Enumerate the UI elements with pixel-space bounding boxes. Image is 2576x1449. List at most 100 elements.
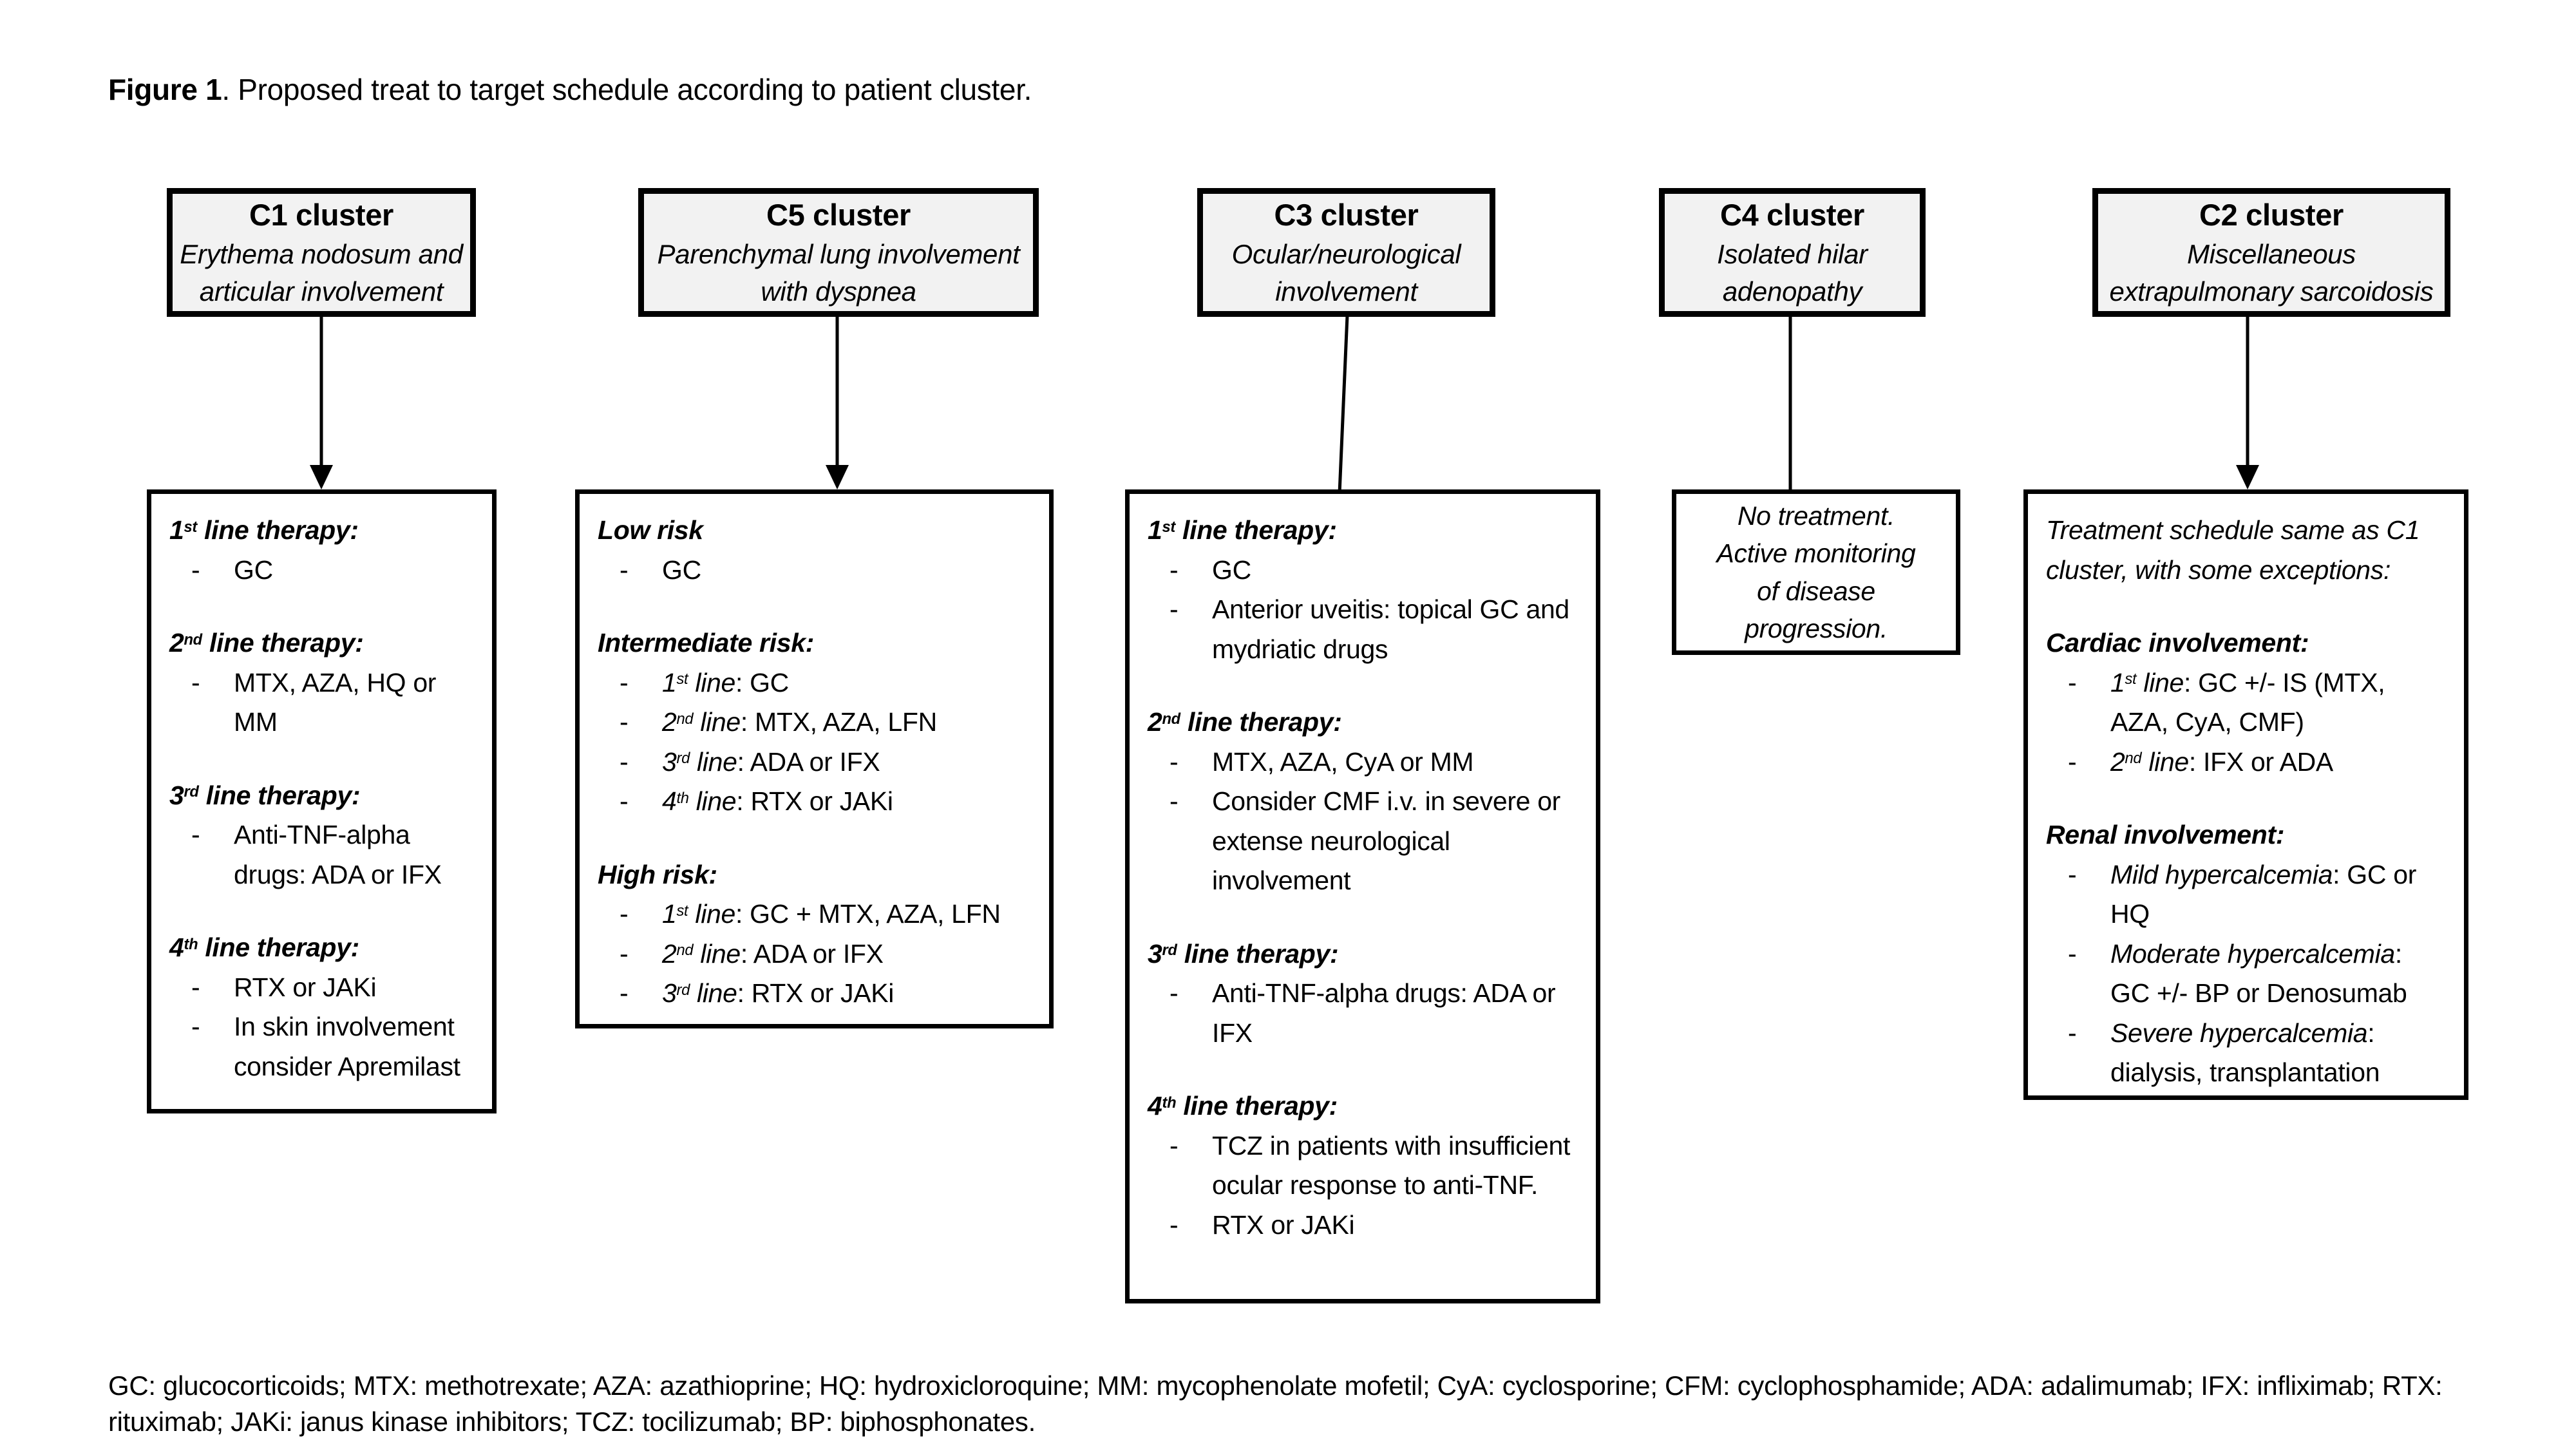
text-segment: th xyxy=(184,935,198,953)
text-segment: MTX, AZA, HQ or MM xyxy=(234,667,437,737)
text-segment: : ADA or IFX xyxy=(737,746,880,777)
text-segment: TCZ in patients with insufficient ocular… xyxy=(1212,1130,1571,1200)
text-segment: 1 xyxy=(662,667,677,697)
bullet-item: MTX, AZA, HQ or MM xyxy=(169,663,474,743)
text-segment: : IFX or ADA xyxy=(2188,746,2333,777)
text-segment: line xyxy=(689,978,737,1008)
text-segment: RTX or JAKi xyxy=(1212,1209,1355,1240)
text-segment: No treatment. xyxy=(1737,501,1895,531)
footnote: GC: glucocorticoids; MTX: methotrexate; … xyxy=(108,1370,2443,1437)
text-segment: Anti-TNF-alpha drugs: ADA or IFX xyxy=(234,820,442,889)
bullet-item: 3rd line: RTX or JAKi xyxy=(598,974,1031,1014)
text-segment: line xyxy=(693,938,741,969)
spacer xyxy=(598,590,1031,623)
bullet-item: In skin involvement consider Apremilast xyxy=(169,1007,474,1086)
text-segment: : RTX or JAKi xyxy=(736,786,893,816)
text-segment: nd xyxy=(184,630,202,649)
text-segment: Low risk xyxy=(598,515,703,545)
text-segment: nd xyxy=(1162,710,1180,728)
bullet-item: RTX or JAKi xyxy=(1148,1206,1578,1245)
spacer xyxy=(169,895,474,928)
treatment-box-c5-body: Low riskGC Intermediate risk: 1st line: GC… xyxy=(580,494,1049,1027)
bullet-item: Anti-TNF-alpha drugs: ADA or IFX xyxy=(169,815,474,895)
section-heading: Intermediate risk: xyxy=(598,623,1031,663)
text-segment: line therapy: xyxy=(198,780,361,810)
spacer xyxy=(169,590,474,623)
down-arrow-c5 xyxy=(826,316,849,489)
down-arrow-c4 xyxy=(1779,316,1802,518)
cluster-subtitle-c5: Parenchymal lung involvement with dyspne… xyxy=(657,238,1020,307)
text-segment: Consider CMF i.v. in severe or extense n… xyxy=(1212,786,1561,895)
text-segment: 1 xyxy=(169,515,184,545)
text-segment: : MTX, AZA, LFN xyxy=(740,707,937,737)
text-segment: rd xyxy=(184,783,199,801)
text-segment: 1 xyxy=(662,899,677,929)
text-segment: 3 xyxy=(169,780,184,810)
text-segment: Renal involvement: xyxy=(2046,820,2285,849)
text-segment: : GC xyxy=(735,667,789,697)
treatment-box-c2: Treatment schedule same as C1 cluster, w… xyxy=(2023,489,2468,1100)
treatment-box-c5: Low riskGC Intermediate risk: 1st line: GC… xyxy=(575,489,1054,1028)
text-line: of disease xyxy=(1687,573,1946,610)
text-line: Active monitoring xyxy=(1687,535,1946,572)
text-segment: st xyxy=(184,518,197,536)
text-segment: MTX, AZA, CyA or MM xyxy=(1212,746,1474,777)
bullet-item: Severe hypercalcemia: dialysis, transpla… xyxy=(2046,1014,2446,1093)
text-segment: st xyxy=(1162,518,1175,536)
cluster-subtitle-c1: Erythema nodosum and articular involveme… xyxy=(180,238,463,307)
text-segment: GC xyxy=(1212,554,1251,585)
text-segment: Intermediate risk: xyxy=(598,628,815,658)
text-segment: 4 xyxy=(169,933,184,962)
cluster-title-c5: C5 cluster xyxy=(766,198,911,232)
text-segment: nd xyxy=(676,942,694,960)
bullet-item: 4th line: RTX or JAKi xyxy=(598,782,1031,822)
cluster-header-c4: C4 cluster Isolated hilar adenopathy xyxy=(1659,188,1926,317)
text-segment: rd xyxy=(1162,942,1177,960)
text-segment: progression. xyxy=(1745,613,1888,643)
spacer xyxy=(598,822,1031,855)
text-segment: 2 xyxy=(1148,707,1162,737)
text-segment: th xyxy=(1162,1094,1177,1112)
text-segment: Anterior uveitis: topical GC and mydriat… xyxy=(1212,594,1569,664)
text-segment: Moderate hypercalcemia xyxy=(2110,938,2395,969)
text-segment: 2 xyxy=(2110,746,2125,777)
cluster-subtitle-c2: Miscellaneous extrapulmonary sarcoidosis xyxy=(2109,238,2434,307)
cluster-header-c5: C5 cluster Parenchymal lung involvement … xyxy=(638,188,1039,317)
text-segment: Cardiac involvement: xyxy=(2046,628,2309,658)
bullet-item: 2nd line: MTX, AZA, LFN xyxy=(598,703,1031,743)
text-segment: 4 xyxy=(662,786,677,816)
text-segment: line xyxy=(688,899,735,929)
text-segment: : GC +/- IS (MTX, AZA, CyA, CMF) xyxy=(2110,667,2385,737)
text-segment: : GC +/- BP or Denosumab xyxy=(2110,938,2407,1009)
text-segment: line xyxy=(689,746,737,777)
text-segment: GC xyxy=(234,554,273,585)
section-heading: 1st line therapy: xyxy=(1148,511,1578,551)
text-segment: nd xyxy=(676,710,694,728)
text-segment: Treatment schedule same as C1 cluster, w… xyxy=(2046,515,2420,585)
bullet-item: 1st line: GC + MTX, AZA, LFN xyxy=(598,895,1031,934)
spacer xyxy=(2046,782,2446,815)
section-heading: 4th line therapy: xyxy=(1148,1086,1578,1126)
text-segment: High risk: xyxy=(598,859,717,889)
text-segment: line therapy: xyxy=(202,628,364,658)
text-segment: line therapy: xyxy=(198,933,359,962)
cluster-subtitle-c4: Isolated hilar adenopathy xyxy=(1717,238,1868,307)
bullet-item: Anterior uveitis: topical GC and mydriat… xyxy=(1148,590,1578,669)
text-segment: Mild hypercalcemia xyxy=(2110,859,2333,889)
bullet-item: 3rd line: ADA or IFX xyxy=(598,743,1031,782)
bullet-item: GC xyxy=(598,551,1031,591)
cluster-header-c2: C2 cluster Miscellaneous extrapulmonary … xyxy=(2092,188,2450,317)
text-segment: 1 xyxy=(1148,515,1162,545)
bullet-item: 2nd line: IFX or ADA xyxy=(2046,743,2446,782)
section-heading: 3rd line therapy: xyxy=(169,776,474,816)
text-segment: Anti-TNF-alpha drugs: ADA or IFX xyxy=(1212,978,1556,1048)
text-segment: RTX or JAKi xyxy=(234,972,377,1002)
text-line: No treatment. xyxy=(1687,497,1946,535)
text-segment: line therapy: xyxy=(1180,707,1342,737)
bullet-item: Moderate hypercalcemia: GC +/- BP or Den… xyxy=(2046,934,2446,1014)
bullet-item: GC xyxy=(169,551,474,591)
